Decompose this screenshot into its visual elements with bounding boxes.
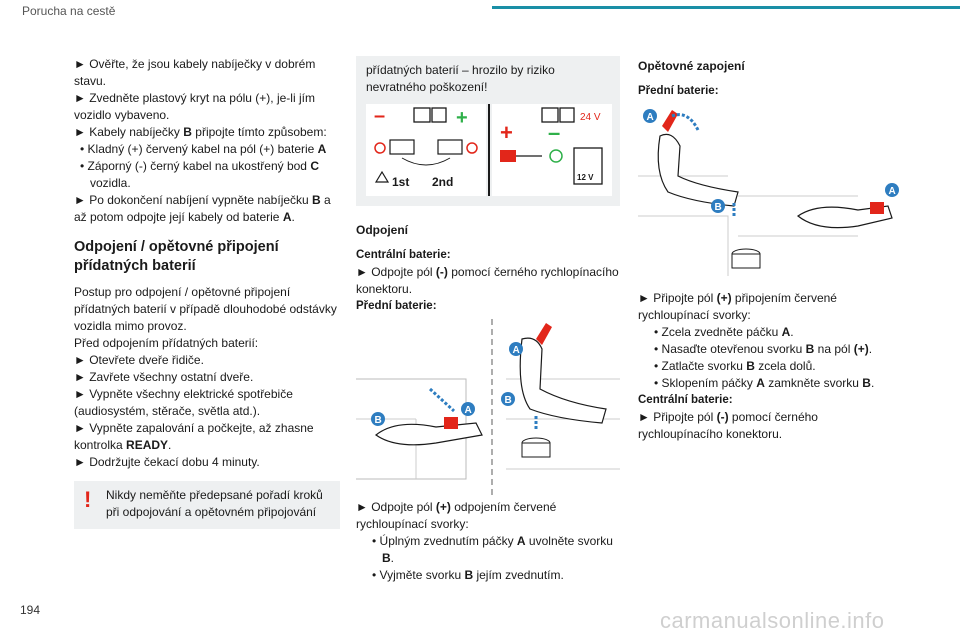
- minus-sign-green: –: [548, 120, 560, 145]
- label-a-right: A: [513, 345, 520, 356]
- column-3: Opětovné zapojení Přední baterie: A B A …: [638, 56, 906, 443]
- label-b-middle-bubble: [711, 199, 725, 213]
- label-a-right-bubble: [509, 342, 523, 356]
- warning-continuation-box: přídatných baterií – hrozilo by riziko n…: [356, 56, 620, 206]
- label-a-top-bubble: [643, 109, 657, 123]
- label-b-middle: B: [715, 202, 722, 213]
- column-1: ► Ověřte, že jsou kabely nabíječky v dob…: [74, 56, 340, 529]
- voltage-12v: 12 V: [577, 173, 594, 182]
- label-b-left: B: [375, 415, 382, 426]
- page-number: 194: [20, 603, 41, 617]
- lever-arrow: [671, 113, 700, 131]
- step-disconnect-positive: ► Odpojte pól (+) odpojením červené rych…: [356, 500, 557, 531]
- step-lift-cover: ► Zvedněte plastový kryt na pólu (+), je…: [74, 91, 315, 122]
- step-close-doors: ► Zavřete všechny ostatní dveře.: [74, 370, 254, 384]
- disconnect-heading: Odpojení: [356, 223, 408, 237]
- bullet-raise-lever: • Zcela zvedněte páčku A.: [654, 325, 794, 339]
- label-a-bottom: A: [889, 186, 896, 197]
- bullet-lift-lever: • Úplným zvednutím páčky A uvolněte svor…: [372, 534, 613, 565]
- red-lever-locked: [870, 202, 884, 214]
- clamp-body-lifted: [657, 133, 739, 207]
- front-battery-heading-2: Přední baterie:: [638, 85, 719, 97]
- header-bar: [492, 6, 960, 9]
- info-icon: [431, 107, 447, 123]
- step-wait: ► Dodržujte čekací dobu 4 minuty.: [74, 455, 260, 469]
- label-b-left-bubble: [371, 412, 385, 426]
- step-ignition-off: ► Vypněte zapalování a počkejte, až zhas…: [74, 421, 314, 452]
- step-switch-off-consumers: ► Vypněte všechny elektrické spotřebiče …: [74, 387, 293, 418]
- red-lever-left: [444, 417, 458, 429]
- label-first: 1st: [392, 175, 409, 189]
- red-lever-right: [536, 323, 552, 345]
- exclamation-icon: !: [84, 487, 92, 512]
- step-disconnect-negative: ► Odpojte pól (-) pomocí černého rychlop…: [356, 265, 619, 296]
- red-clamp: [500, 150, 516, 162]
- plus-sign: +: [456, 107, 468, 129]
- intro-text: Postup pro odpojení / opětovné připojení…: [74, 285, 337, 333]
- bullet-fit-clamp: • Nasaďte otevřenou svorku B na pól (+).: [654, 342, 873, 356]
- clamp-reconnect-illustration: A B A: [638, 109, 899, 276]
- before-disconnect: Před odpojením přídatných baterií:: [74, 336, 259, 350]
- step-connect-negative: ► Připojte pól (-) pomocí černého rychlo…: [638, 410, 818, 441]
- central-battery-heading: Centrální baterie:: [356, 249, 451, 261]
- header-title: Porucha na cestě: [22, 4, 116, 18]
- bullet-push-clamp: • Zatlačte svorku B zcela dolů.: [654, 359, 816, 373]
- clamp-body-locked: [796, 205, 893, 229]
- bullet-positive-cable: • Kladný (+) červený kabel na pól (+) ba…: [80, 142, 327, 156]
- forbidden-icon-2: [466, 142, 478, 154]
- battery-order-illustration: – + 1st 2nd 24 V + – 12 V: [366, 104, 612, 196]
- step-check-cables: ► Ověřte, že jsou kabely nabíječky v dob…: [74, 57, 316, 88]
- voltage-24v: 24 V: [580, 112, 601, 123]
- section-heading: Odpojení / opětovné připojení přídatných…: [74, 239, 279, 274]
- central-battery-heading-2: Centrální baterie:: [638, 394, 733, 406]
- label-a-bottom-bubble: [885, 183, 899, 197]
- column-2: přídatných baterií – hrozilo by riziko n…: [356, 56, 620, 584]
- bullet-negative-cable: • Záporný (-) černý kabel na ukostřený b…: [80, 159, 319, 190]
- label-a-left: A: [465, 405, 472, 416]
- bullet-remove-clamp: • Vyjměte svorku B jejím zvednutím.: [372, 568, 564, 582]
- green-terminal: [549, 149, 563, 163]
- label-b-right-bubble: [501, 392, 515, 406]
- bullet-lock-clamp: • Sklopením páčky A zamkněte svorku B.: [654, 376, 875, 390]
- manual-icon: [413, 107, 431, 123]
- step-connect-cables: ► Kabely nabíječky B připojte tímto způs…: [74, 125, 327, 139]
- lift-arrow-left: [428, 387, 456, 413]
- warning-triangle-icon: [374, 170, 390, 183]
- step-disconnect-charger: ► Po dokončení nabíjení vypněte nabíječk…: [74, 193, 331, 224]
- reconnect-heading: Opětovné zapojení: [638, 59, 745, 73]
- label-second: 2nd: [432, 175, 453, 189]
- label-a-top: A: [647, 112, 654, 123]
- clamp-disconnect-illustration: B A A B: [356, 319, 620, 495]
- battery-icon-1: [389, 139, 415, 155]
- label-a-left-bubble: [461, 402, 475, 416]
- battery-icon-2: [437, 139, 463, 155]
- minus-sign: –: [374, 105, 385, 127]
- front-battery-heading: Přední baterie:: [356, 300, 437, 312]
- watermark: carmanualsonline.info: [660, 608, 885, 633]
- warning-continuation-text: přídatných baterií – hrozilo by riziko n…: [366, 63, 555, 94]
- step-open-driver-door: ► Otevřete dveře řidiče.: [74, 353, 204, 367]
- clamp-body-right: [519, 337, 607, 424]
- warning-box: ! Nikdy neměňte předepsané pořadí kroků …: [74, 481, 340, 529]
- plus-sign-red: +: [500, 120, 513, 145]
- red-lever-lifted: [662, 110, 678, 132]
- battery-12v-icon: [573, 147, 603, 185]
- forbidden-icon: [374, 142, 386, 154]
- label-b-right: B: [505, 395, 512, 406]
- step-connect-positive: ► Připojte pól (+) připojením červené ry…: [638, 291, 837, 322]
